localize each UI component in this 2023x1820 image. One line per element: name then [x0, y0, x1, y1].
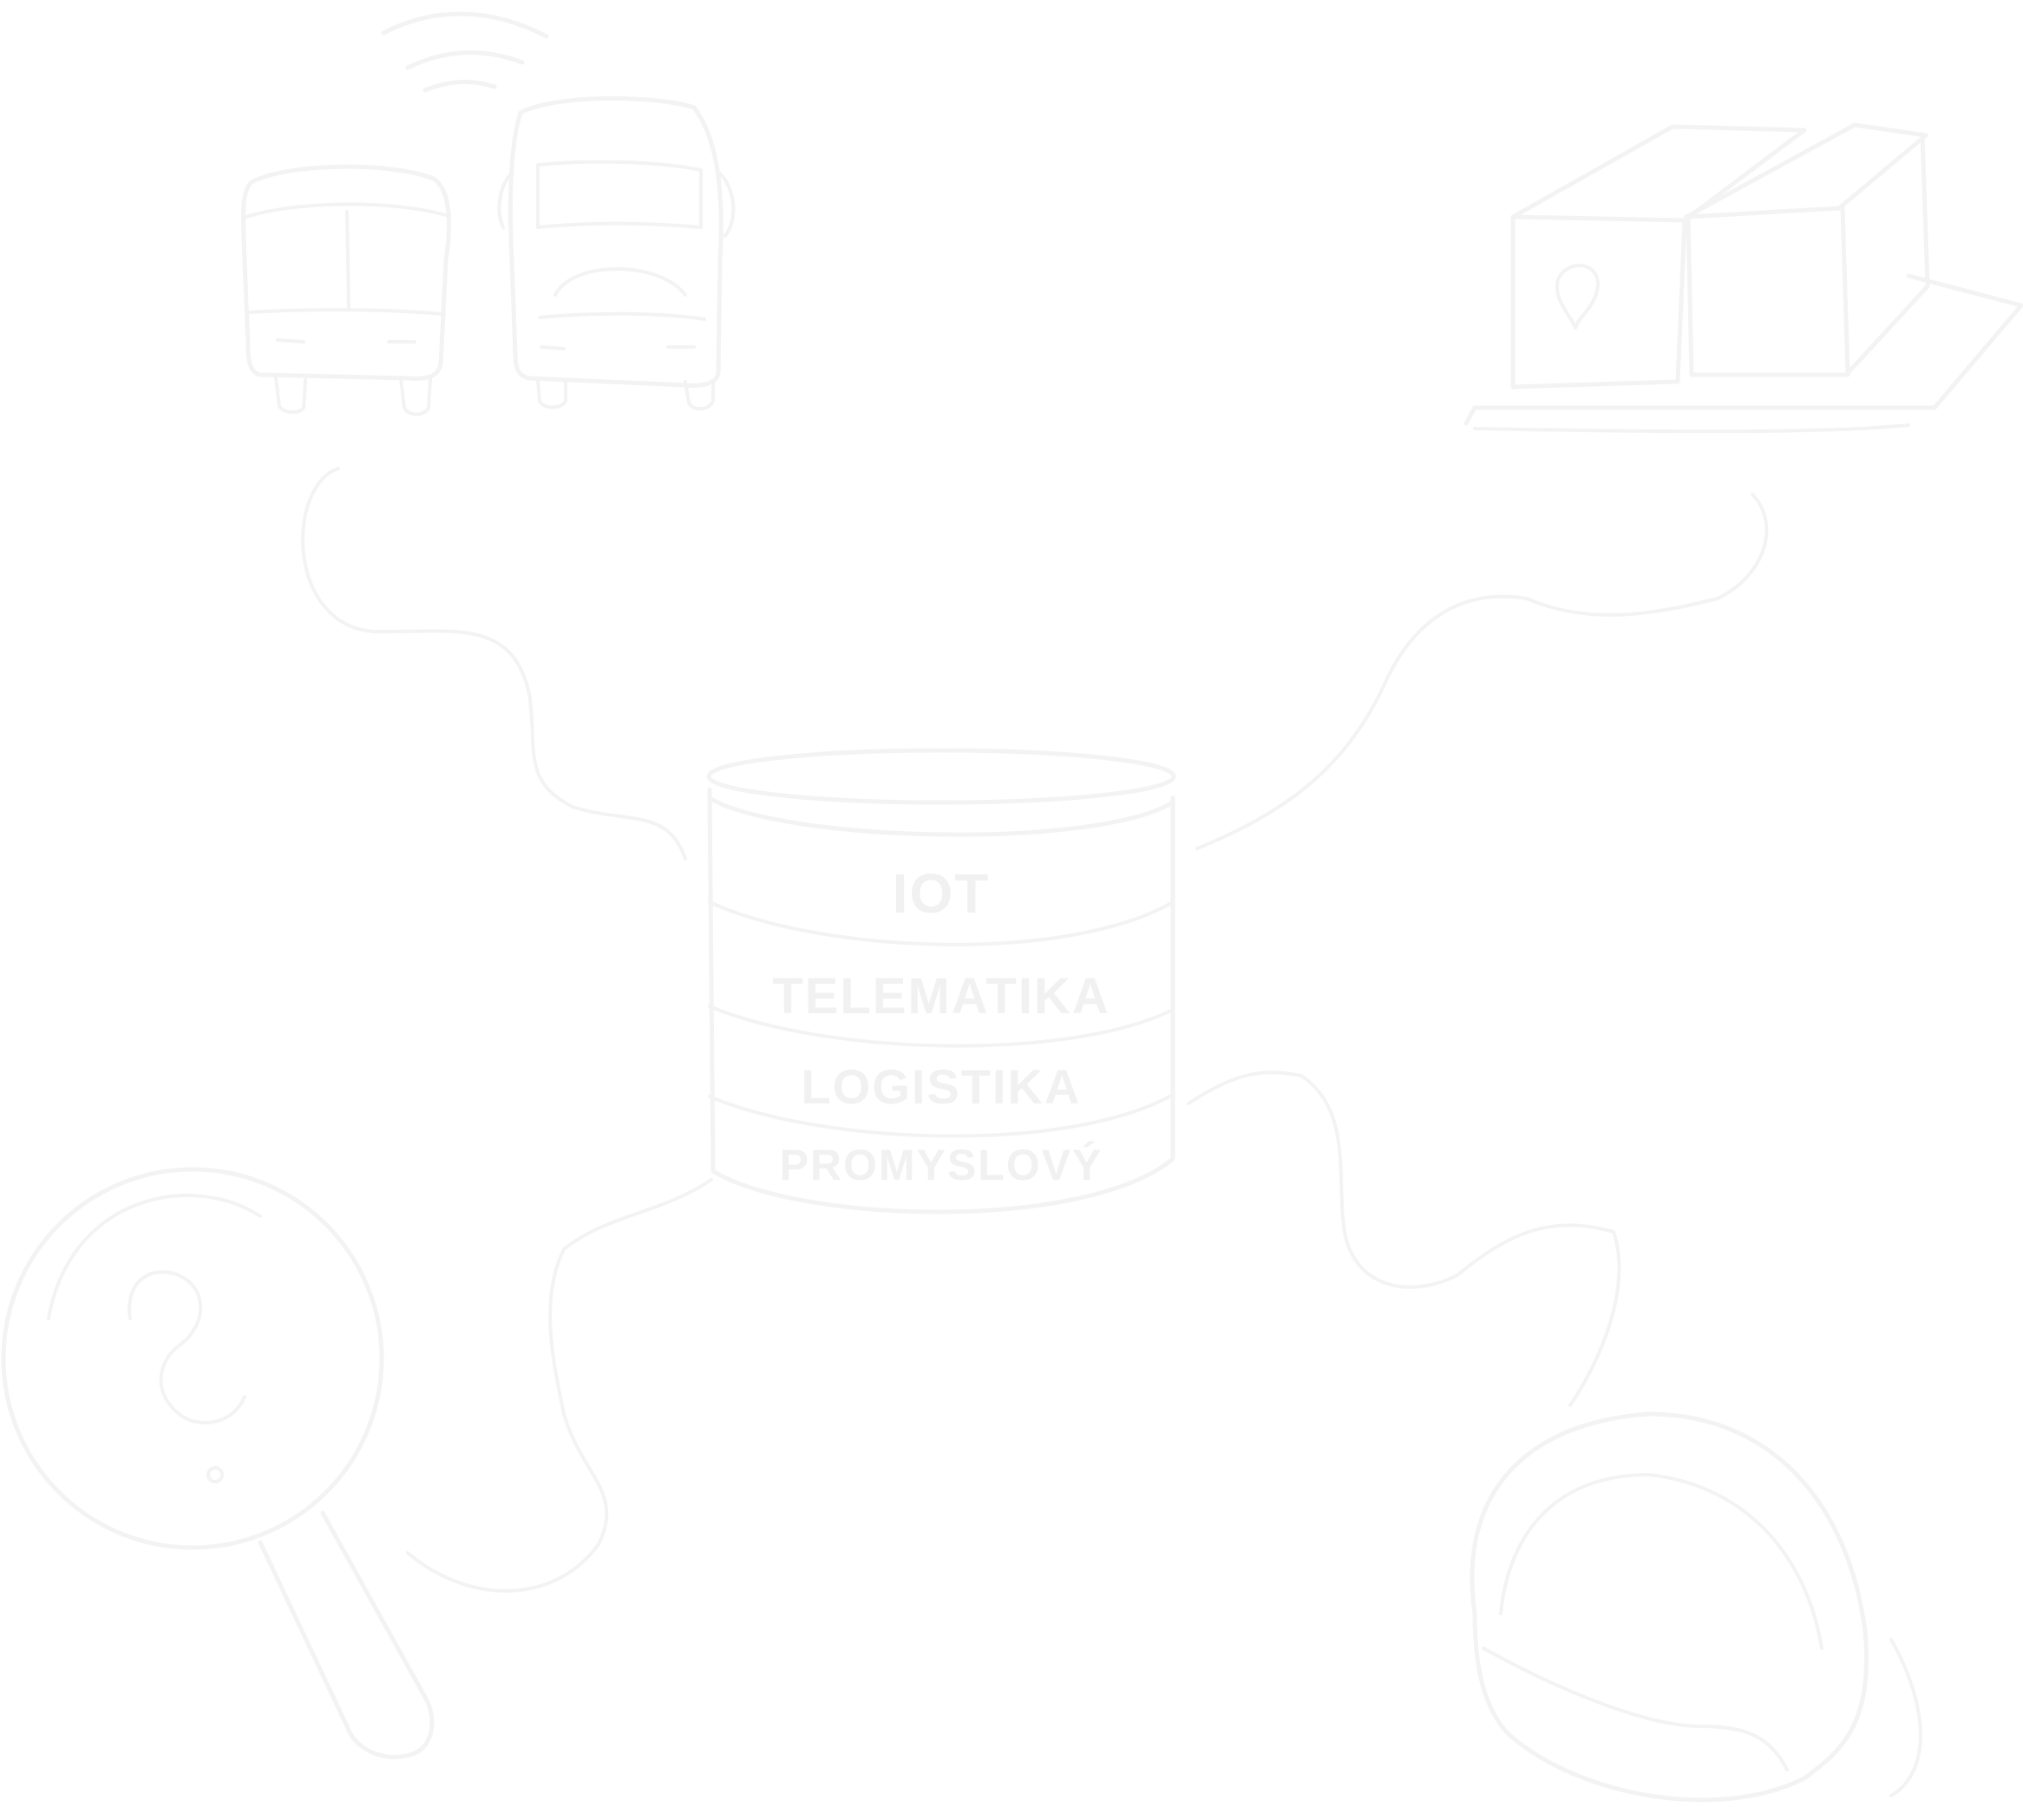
bus-icon	[240, 164, 451, 416]
database-icon: IOT TELEMATIKA LOGISTIKA PROMYSLOVÝ	[706, 748, 1176, 1214]
wifi-icon	[381, 11, 549, 93]
database-layer-label-iot: IOT	[893, 862, 991, 925]
boxes-icon	[1463, 122, 2023, 434]
database-layer-label-telematika: TELEMATIKA	[772, 968, 1110, 1025]
analytics-loupe-icon	[1470, 1411, 1922, 1803]
truck-icon	[497, 95, 736, 411]
magnifier-question-icon	[1, 1167, 435, 1759]
database-layer-label-logistika: LOGISTIKA	[802, 1059, 1082, 1114]
connector-line-icon	[301, 467, 1769, 1593]
database-layer-label-promyslovy: PROMYSLOVÝ	[780, 1141, 1103, 1189]
